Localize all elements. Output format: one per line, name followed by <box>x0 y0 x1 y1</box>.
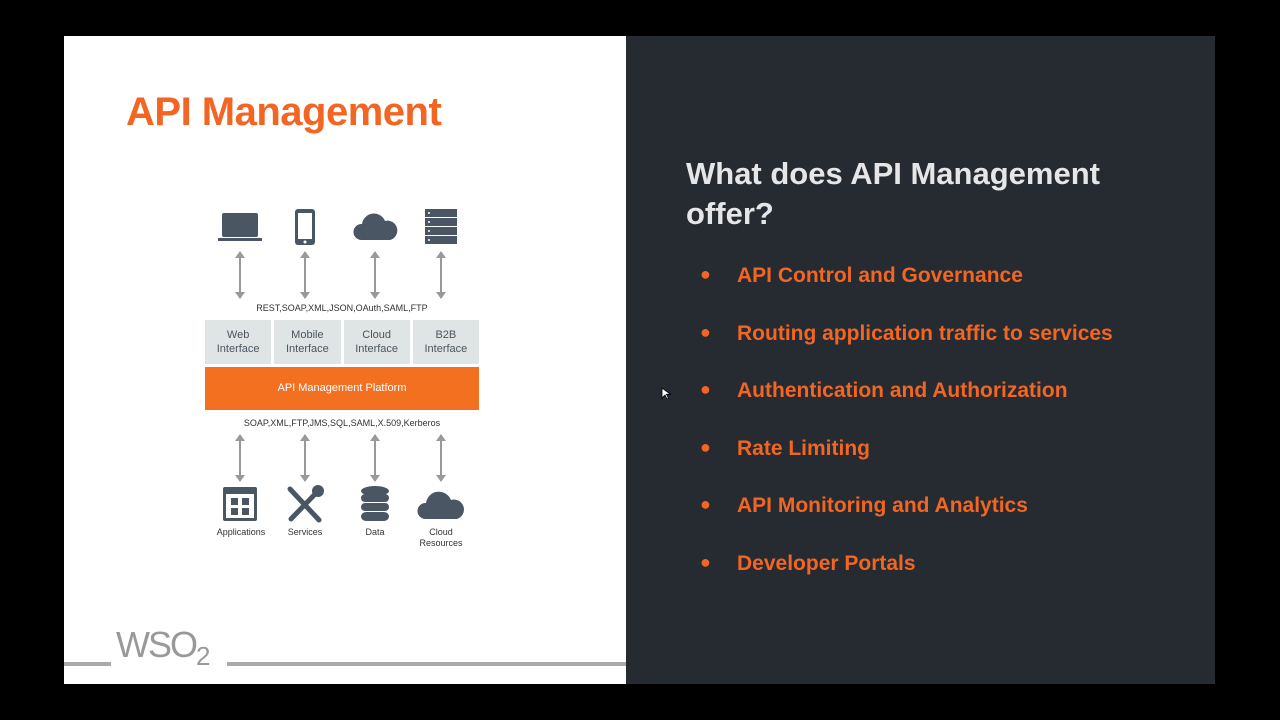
label: Web <box>226 329 250 341</box>
database-icon <box>361 486 389 521</box>
wso2-logo: WSO2 <box>116 624 211 672</box>
item-text: API Control and Governance <box>737 264 1023 287</box>
item-text: Rate Limiting <box>737 436 871 460</box>
list-item: ● API Monitoring and Analytics <box>700 494 1113 552</box>
services-label: Services <box>265 527 345 538</box>
list-item: ● Authentication and Authorization <box>700 379 1113 437</box>
mouse-cursor-icon <box>661 387 671 400</box>
label: Interface <box>424 343 468 355</box>
bullet-icon: ● <box>700 436 711 457</box>
cloud-resources-icon <box>417 491 464 519</box>
mobile-phone-icon <box>295 209 315 245</box>
item-text: API Monitoring and Analytics <box>737 494 1028 518</box>
list-item: ● Rate Limiting <box>700 437 1113 495</box>
applications-icon <box>223 487 257 521</box>
item-text: Routing application traffic to services <box>737 321 1113 345</box>
label: Interface <box>285 343 329 355</box>
b2b-interface: B2B Interface <box>412 320 479 364</box>
bottom-arrows <box>235 434 446 482</box>
server-icon <box>425 209 457 244</box>
footer-divider <box>64 662 111 666</box>
section-heading: What does API Management offer? <box>686 156 1100 231</box>
label: Services <box>287 527 323 537</box>
label: Cloud <box>362 329 391 341</box>
right-panel: What does API Management offer? ● API Con… <box>626 36 1215 684</box>
label: Interface <box>216 343 260 355</box>
api-management-platform: API Management Platform <box>205 367 479 410</box>
feature-list: ● API Control and Governance ● Routing app… <box>700 264 1113 610</box>
label: Cloud <box>429 527 453 537</box>
item-text: Authentication and Authorization <box>737 379 1068 403</box>
bullet-icon: ● <box>700 264 711 284</box>
services-tools-icon <box>287 485 324 523</box>
bullet-icon: ● <box>700 321 711 342</box>
label: Resources <box>419 538 463 548</box>
label: Interface <box>355 343 399 355</box>
label: Data <box>365 527 385 537</box>
top-protocols: REST,SOAP,XML,JSON,OAuth,SAML,FTP <box>256 303 428 313</box>
slide-title: API Management <box>126 90 442 134</box>
bullet-icon: ● <box>700 379 711 400</box>
bullet-icon: ● <box>700 551 711 572</box>
data-label: Data <box>335 527 415 538</box>
footer-divider <box>227 662 626 666</box>
label: Mobile <box>291 329 324 341</box>
list-item: ● Developer Portals <box>700 552 1113 610</box>
label: B2B <box>435 329 457 341</box>
cloud-icon <box>353 213 398 240</box>
left-panel: API Management REST,SOAP,XML,JSON,OAuth,… <box>64 36 626 684</box>
top-arrows <box>235 251 446 299</box>
bullet-icon: ● <box>700 494 711 515</box>
list-item: ● Routing application traffic to services <box>700 322 1113 380</box>
laptop-icon <box>218 213 262 241</box>
applications-label: Applications <box>201 527 281 538</box>
bottom-protocols: SOAP,XML,FTP,JMS,SQL,SAML,X.509,Kerberos <box>243 418 441 428</box>
label: Applications <box>216 527 266 537</box>
item-text: Developer Portals <box>737 551 916 575</box>
slide: API Management REST,SOAP,XML,JSON,OAuth,… <box>64 36 1215 684</box>
list-item: ● API Control and Governance <box>700 264 1113 322</box>
